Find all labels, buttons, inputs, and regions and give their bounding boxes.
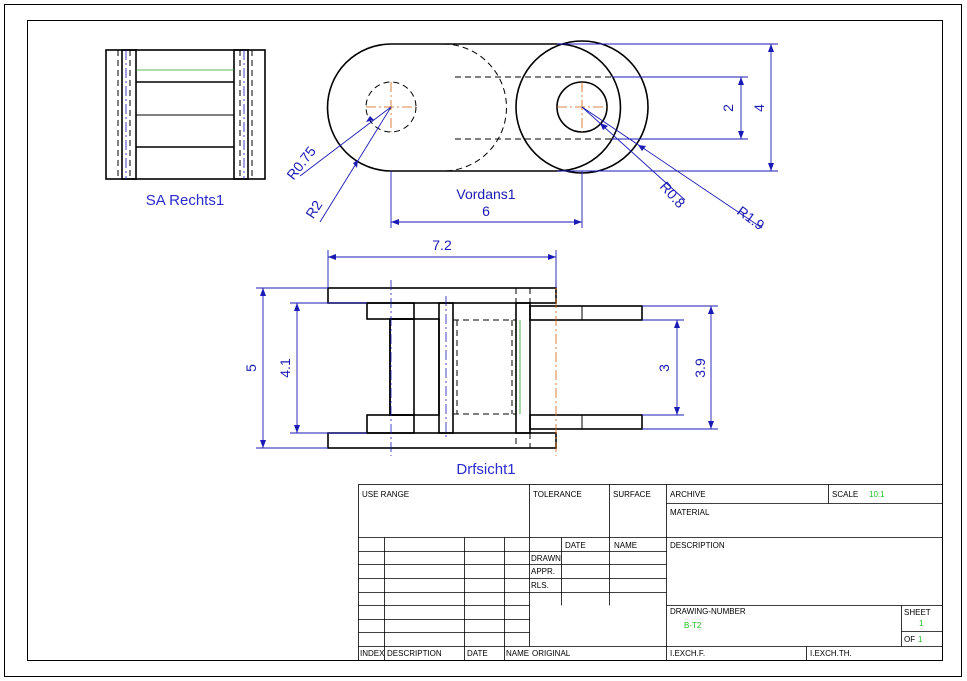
tb-description: DESCRIPTION — [670, 541, 725, 550]
front-view: Vordans1 6 2 4 R0.75 R2 R0.8 R1.9 — [283, 40, 778, 233]
outer-frame — [4, 4, 962, 677]
tb-of-label: OF — [904, 635, 915, 644]
side-view: SA Rechts1 — [105, 49, 266, 209]
title-block-text: USE RANGE TOLERANCE SURFACE ARCHIVE SCAL… — [360, 490, 931, 658]
tb-rls: RLS. — [531, 581, 549, 590]
dim-72: 7.2 — [432, 237, 452, 253]
tb-sheet-label: SHEET — [904, 608, 931, 617]
tb-name-col: NAME — [506, 649, 529, 658]
side-view-label: SA Rechts1 — [146, 192, 224, 209]
tb-use-range: USE RANGE — [362, 490, 409, 499]
tb-drawing-number-value: B-T2 — [684, 621, 702, 630]
tb-of-value: 1 — [918, 635, 923, 644]
tb-drawing-number-label: DRAWING-NUMBER — [670, 607, 746, 616]
dim-6: 6 — [482, 203, 490, 219]
top-view: 7.2 5 4.1 3 3.9 Drfsicht1 — [243, 237, 718, 478]
tb-material: MATERIAL — [670, 508, 710, 517]
tb-scale-label: SCALE — [832, 490, 858, 499]
tb-exch-f: I.EXCH.F. — [670, 649, 705, 658]
tb-appr: APPR. — [531, 567, 555, 576]
dim-r08: R0.8 — [657, 178, 689, 211]
tb-desc-col: DESCRIPTION — [387, 649, 442, 658]
top-view-label: Drfsicht1 — [456, 461, 515, 478]
dim-2: 2 — [720, 104, 736, 112]
dim-41: 4.1 — [277, 358, 293, 378]
dim-4: 4 — [751, 104, 767, 112]
title-block — [358, 484, 943, 661]
tb-date-col: DATE — [467, 649, 488, 658]
tb-tolerance: TOLERANCE — [533, 490, 582, 499]
tb-drawn: DRAWN — [531, 554, 561, 563]
dim-r19: R1.9 — [734, 203, 768, 233]
dim-5: 5 — [243, 364, 259, 372]
dim-39: 3.9 — [692, 358, 708, 378]
tb-sheet-value: 1 — [919, 619, 924, 628]
front-view-label: Vordans1 — [456, 186, 515, 202]
dim-r075: R0.75 — [283, 143, 319, 182]
tb-date: DATE — [565, 541, 586, 550]
tb-scale-value: 10:1 — [869, 490, 885, 499]
tb-surface: SURFACE — [613, 490, 651, 499]
tb-original: ORIGINAL — [532, 649, 571, 658]
tb-index: INDEX — [360, 649, 385, 658]
dim-3: 3 — [656, 364, 672, 372]
dim-r2: R2 — [302, 197, 325, 221]
tb-archive: ARCHIVE — [670, 490, 706, 499]
tb-name: NAME — [614, 541, 637, 550]
tb-exch-th: I.EXCH.TH. — [810, 649, 852, 658]
